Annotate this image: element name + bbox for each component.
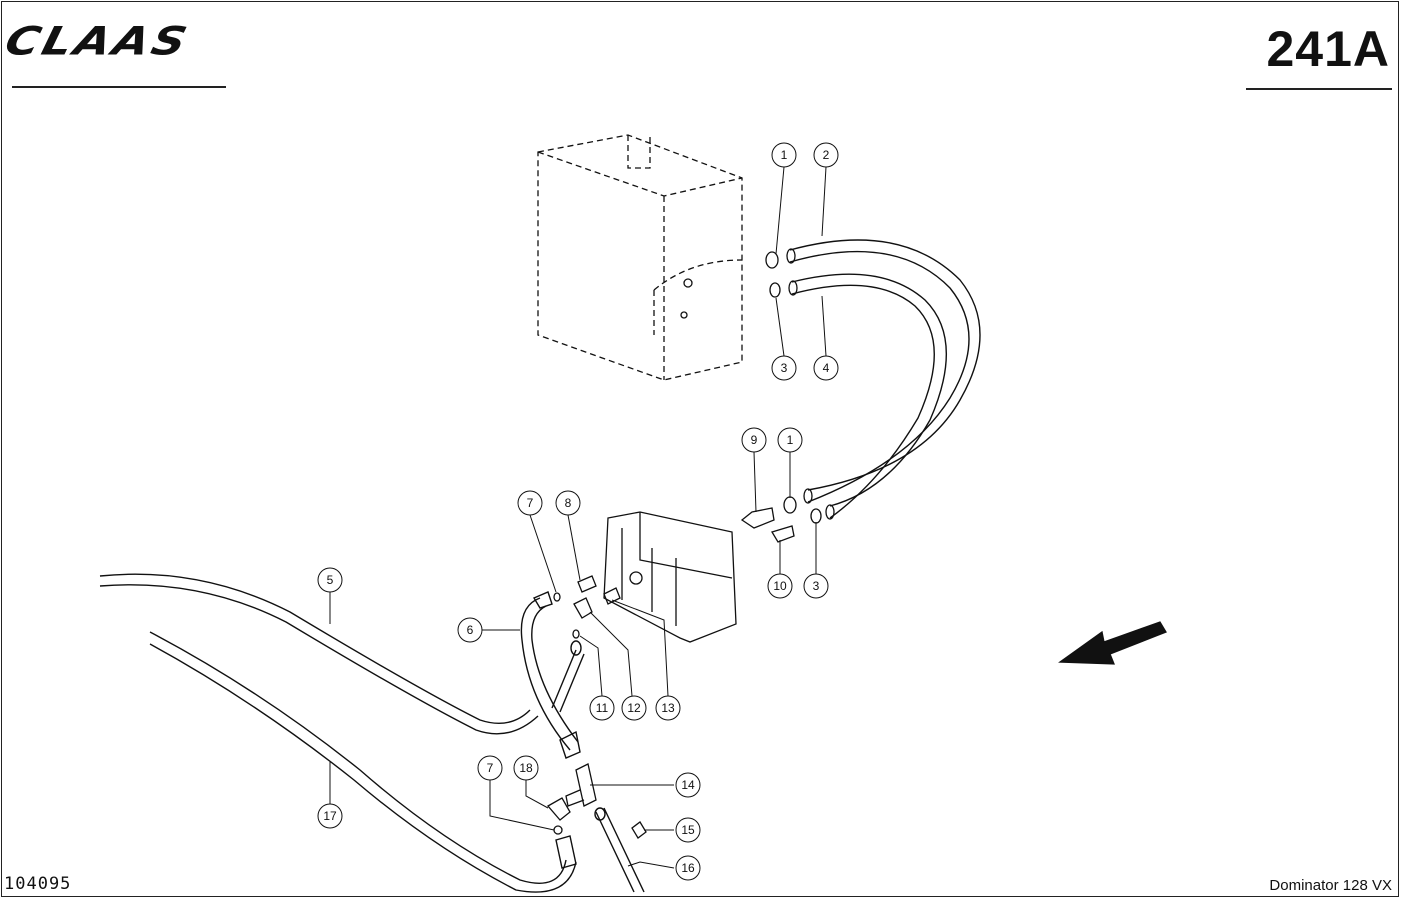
hose-6 xyxy=(520,591,585,759)
logo-underline xyxy=(12,86,226,88)
fitting-8 xyxy=(577,575,597,593)
svg-text:9: 9 xyxy=(751,433,758,447)
model-name: Dominator 128 VX xyxy=(1269,877,1392,894)
callout-14: 14 xyxy=(675,772,701,798)
callout-17: 17 xyxy=(317,803,343,829)
svg-text:3: 3 xyxy=(813,579,820,593)
clamp-1 xyxy=(765,251,779,269)
callout-1b: 1 xyxy=(777,427,803,453)
svg-text:1: 1 xyxy=(781,148,788,162)
hose-end xyxy=(825,504,835,520)
svg-text:15: 15 xyxy=(681,823,695,837)
direction-arrow xyxy=(1058,621,1167,665)
svg-text:8: 8 xyxy=(565,496,572,510)
callout-15: 15 xyxy=(675,817,701,843)
tank-outline xyxy=(537,134,743,381)
hose-end xyxy=(786,248,796,264)
svg-text:12: 12 xyxy=(627,701,641,715)
hose-end xyxy=(788,280,798,296)
svg-text:10: 10 xyxy=(773,579,787,593)
svg-text:18: 18 xyxy=(519,761,533,775)
svg-text:17: 17 xyxy=(323,809,337,823)
clip-15 xyxy=(631,821,647,839)
svg-text:7: 7 xyxy=(487,761,494,775)
svg-text:3: 3 xyxy=(781,361,788,375)
pipe-5 xyxy=(99,573,539,735)
svg-text:7: 7 xyxy=(527,496,534,510)
callout-11: 11 xyxy=(589,695,615,721)
tee-14 xyxy=(565,763,597,807)
elbow-18 xyxy=(546,797,571,821)
callout-group: 1 2 3 4 9 1 10 3 7 8 5 6 11 12 13 14 7 1… xyxy=(317,142,839,881)
callout-3: 3 xyxy=(771,355,797,381)
svg-text:16: 16 xyxy=(681,861,695,875)
pipe-17 xyxy=(149,631,577,893)
callout-13: 13 xyxy=(655,695,681,721)
tank-port xyxy=(680,311,688,319)
clamp-3 xyxy=(810,508,822,524)
leader-lines xyxy=(329,166,827,869)
svg-text:11: 11 xyxy=(596,701,609,715)
hose-6-fitting xyxy=(559,730,581,759)
hose-4 xyxy=(791,273,947,519)
svg-text:2: 2 xyxy=(823,148,830,162)
callout-7b: 7 xyxy=(477,755,503,781)
callout-8: 8 xyxy=(555,490,581,516)
drawing-number: 104095 xyxy=(4,874,72,894)
fitting-13 xyxy=(603,587,621,605)
svg-text:1: 1 xyxy=(787,433,794,447)
svg-text:13: 13 xyxy=(661,701,675,715)
svg-text:14: 14 xyxy=(681,778,695,792)
seal-11 xyxy=(572,629,580,639)
clamp-3 xyxy=(769,282,781,298)
pipe-16 xyxy=(594,807,645,893)
hose-end xyxy=(803,488,813,504)
filter-housing xyxy=(603,511,737,643)
clamp-1 xyxy=(783,496,797,514)
fitting-10 xyxy=(771,525,795,543)
pipe-17-fitting xyxy=(555,835,577,869)
callout-12: 12 xyxy=(621,695,647,721)
callout-3b: 3 xyxy=(803,573,829,599)
callout-16: 16 xyxy=(675,855,701,881)
page-code: 241A xyxy=(1266,21,1390,77)
callout-7: 7 xyxy=(517,490,543,516)
seal-7 xyxy=(553,592,561,602)
callout-9: 9 xyxy=(741,427,767,453)
callout-5: 5 xyxy=(317,567,343,593)
page-code-underline xyxy=(1246,88,1392,90)
seal-7 xyxy=(553,825,563,835)
callout-4: 4 xyxy=(813,355,839,381)
callout-2: 2 xyxy=(813,142,839,168)
svg-text:4: 4 xyxy=(823,361,830,375)
svg-text:6: 6 xyxy=(467,623,474,637)
fitting-12 xyxy=(573,597,593,619)
callout-18: 18 xyxy=(513,755,539,781)
svg-text:5: 5 xyxy=(327,573,334,587)
callout-1: 1 xyxy=(771,142,797,168)
tank-port xyxy=(683,278,693,288)
callout-6: 6 xyxy=(457,617,483,643)
callout-10: 10 xyxy=(767,573,793,599)
fitting-9 xyxy=(740,507,775,529)
